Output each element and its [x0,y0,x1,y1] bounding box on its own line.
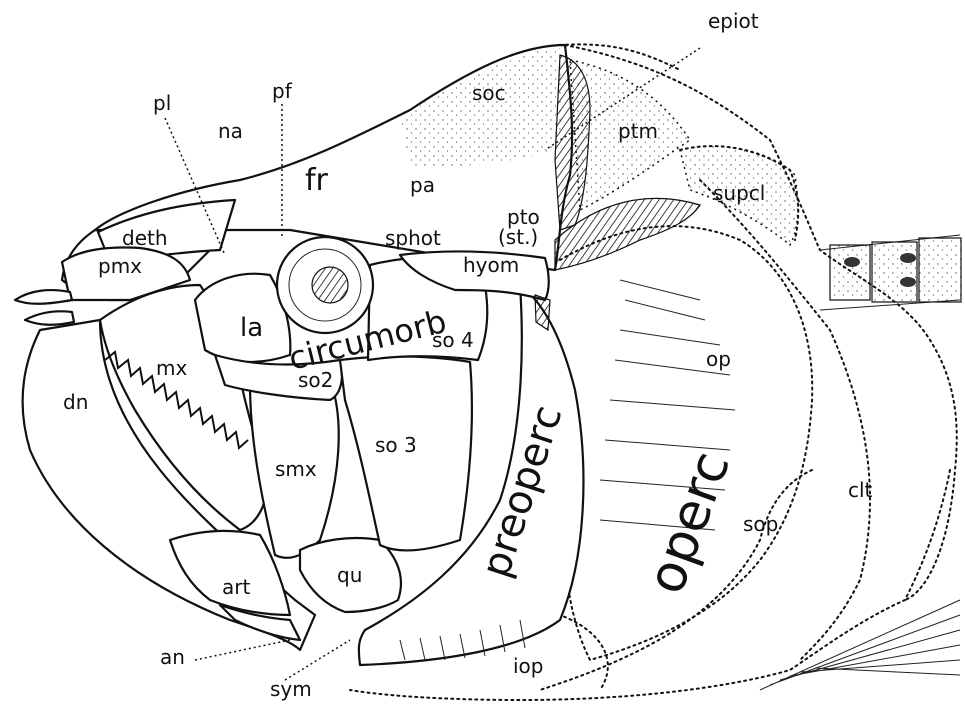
label-sop: sop [743,512,778,536]
soc-bone [400,48,563,166]
label-qu: qu [337,563,362,587]
label-smx: smx [275,457,317,481]
label-iop: iop [513,654,544,678]
label-sphot: sphot [385,226,441,250]
label-dn: dn [63,390,88,414]
label-soc: soc [472,81,506,105]
label-st: (st.) [498,225,538,249]
label-op: op [706,347,731,371]
label-sym: sym [270,677,312,701]
label-pl: pl [153,91,171,115]
label-so4: so 4 [432,328,474,352]
label-operc: operc [636,444,742,601]
label-art: art [222,575,250,599]
eye [277,237,373,333]
label-la: la [240,313,263,343]
teeth-upper [15,290,74,325]
label-fr: fr [305,163,329,198]
label-deth: deth [122,226,168,250]
label-clt: clt [848,478,873,502]
label-so3: so 3 [375,433,417,457]
label-na: na [218,119,243,143]
pectoral-fin-rays [760,600,960,690]
label-an: an [160,645,185,669]
label-mx: mx [156,356,187,380]
leader-an [195,640,290,660]
label-pa: pa [410,173,435,197]
label-epiot: epiot [708,9,759,33]
label-pmx: pmx [98,254,142,278]
vertebral-column [820,235,961,310]
label-pf: pf [272,79,293,103]
label-supcl: supcl [713,181,765,205]
label-so2: so2 [298,368,333,392]
label-ptm: ptm [618,119,658,143]
label-hyom: hyom [463,253,519,277]
